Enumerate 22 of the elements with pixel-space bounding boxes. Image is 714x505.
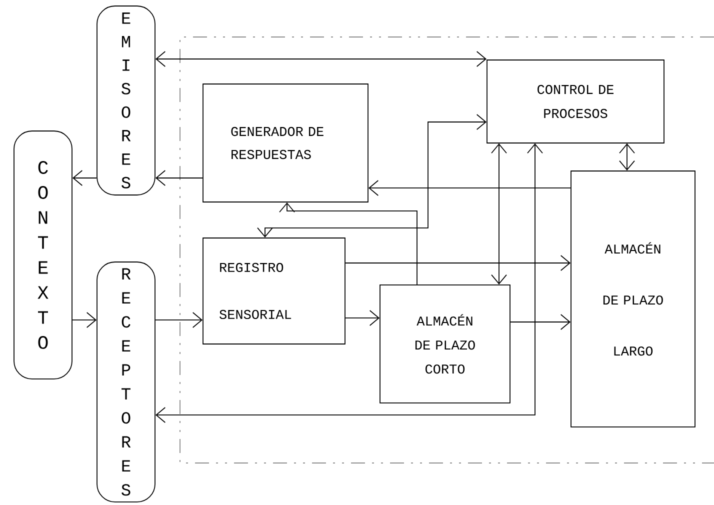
process-box: GENERADOR DE RESPUESTAS <box>202 84 368 202</box>
arrow <box>279 202 418 285</box>
process-box: REGISTRO SENSORIAL <box>202 238 346 344</box>
arrow <box>491 143 507 285</box>
arrow <box>155 51 487 67</box>
arrow <box>619 143 635 171</box>
rounded-box: EMISORES <box>96 6 156 196</box>
arrow <box>72 170 97 186</box>
arrow <box>257 114 487 238</box>
arrow <box>510 314 571 330</box>
process-box: ALMACÉN DE PLAZO LARGO <box>570 170 696 428</box>
rounded-box: RECEPTORES <box>96 262 156 502</box>
arrow <box>155 143 543 423</box>
arrow <box>345 255 571 271</box>
arrow <box>368 180 571 196</box>
rounded-box: CONTEXTO <box>14 130 72 380</box>
arrow <box>345 310 380 326</box>
process-box: CONTROL DE PROCESOS <box>486 60 664 144</box>
arrow <box>72 312 97 328</box>
arrow <box>155 170 203 186</box>
arrow <box>155 312 203 328</box>
process-box: ALMACÉN DE PLAZO CORTO <box>380 284 510 404</box>
